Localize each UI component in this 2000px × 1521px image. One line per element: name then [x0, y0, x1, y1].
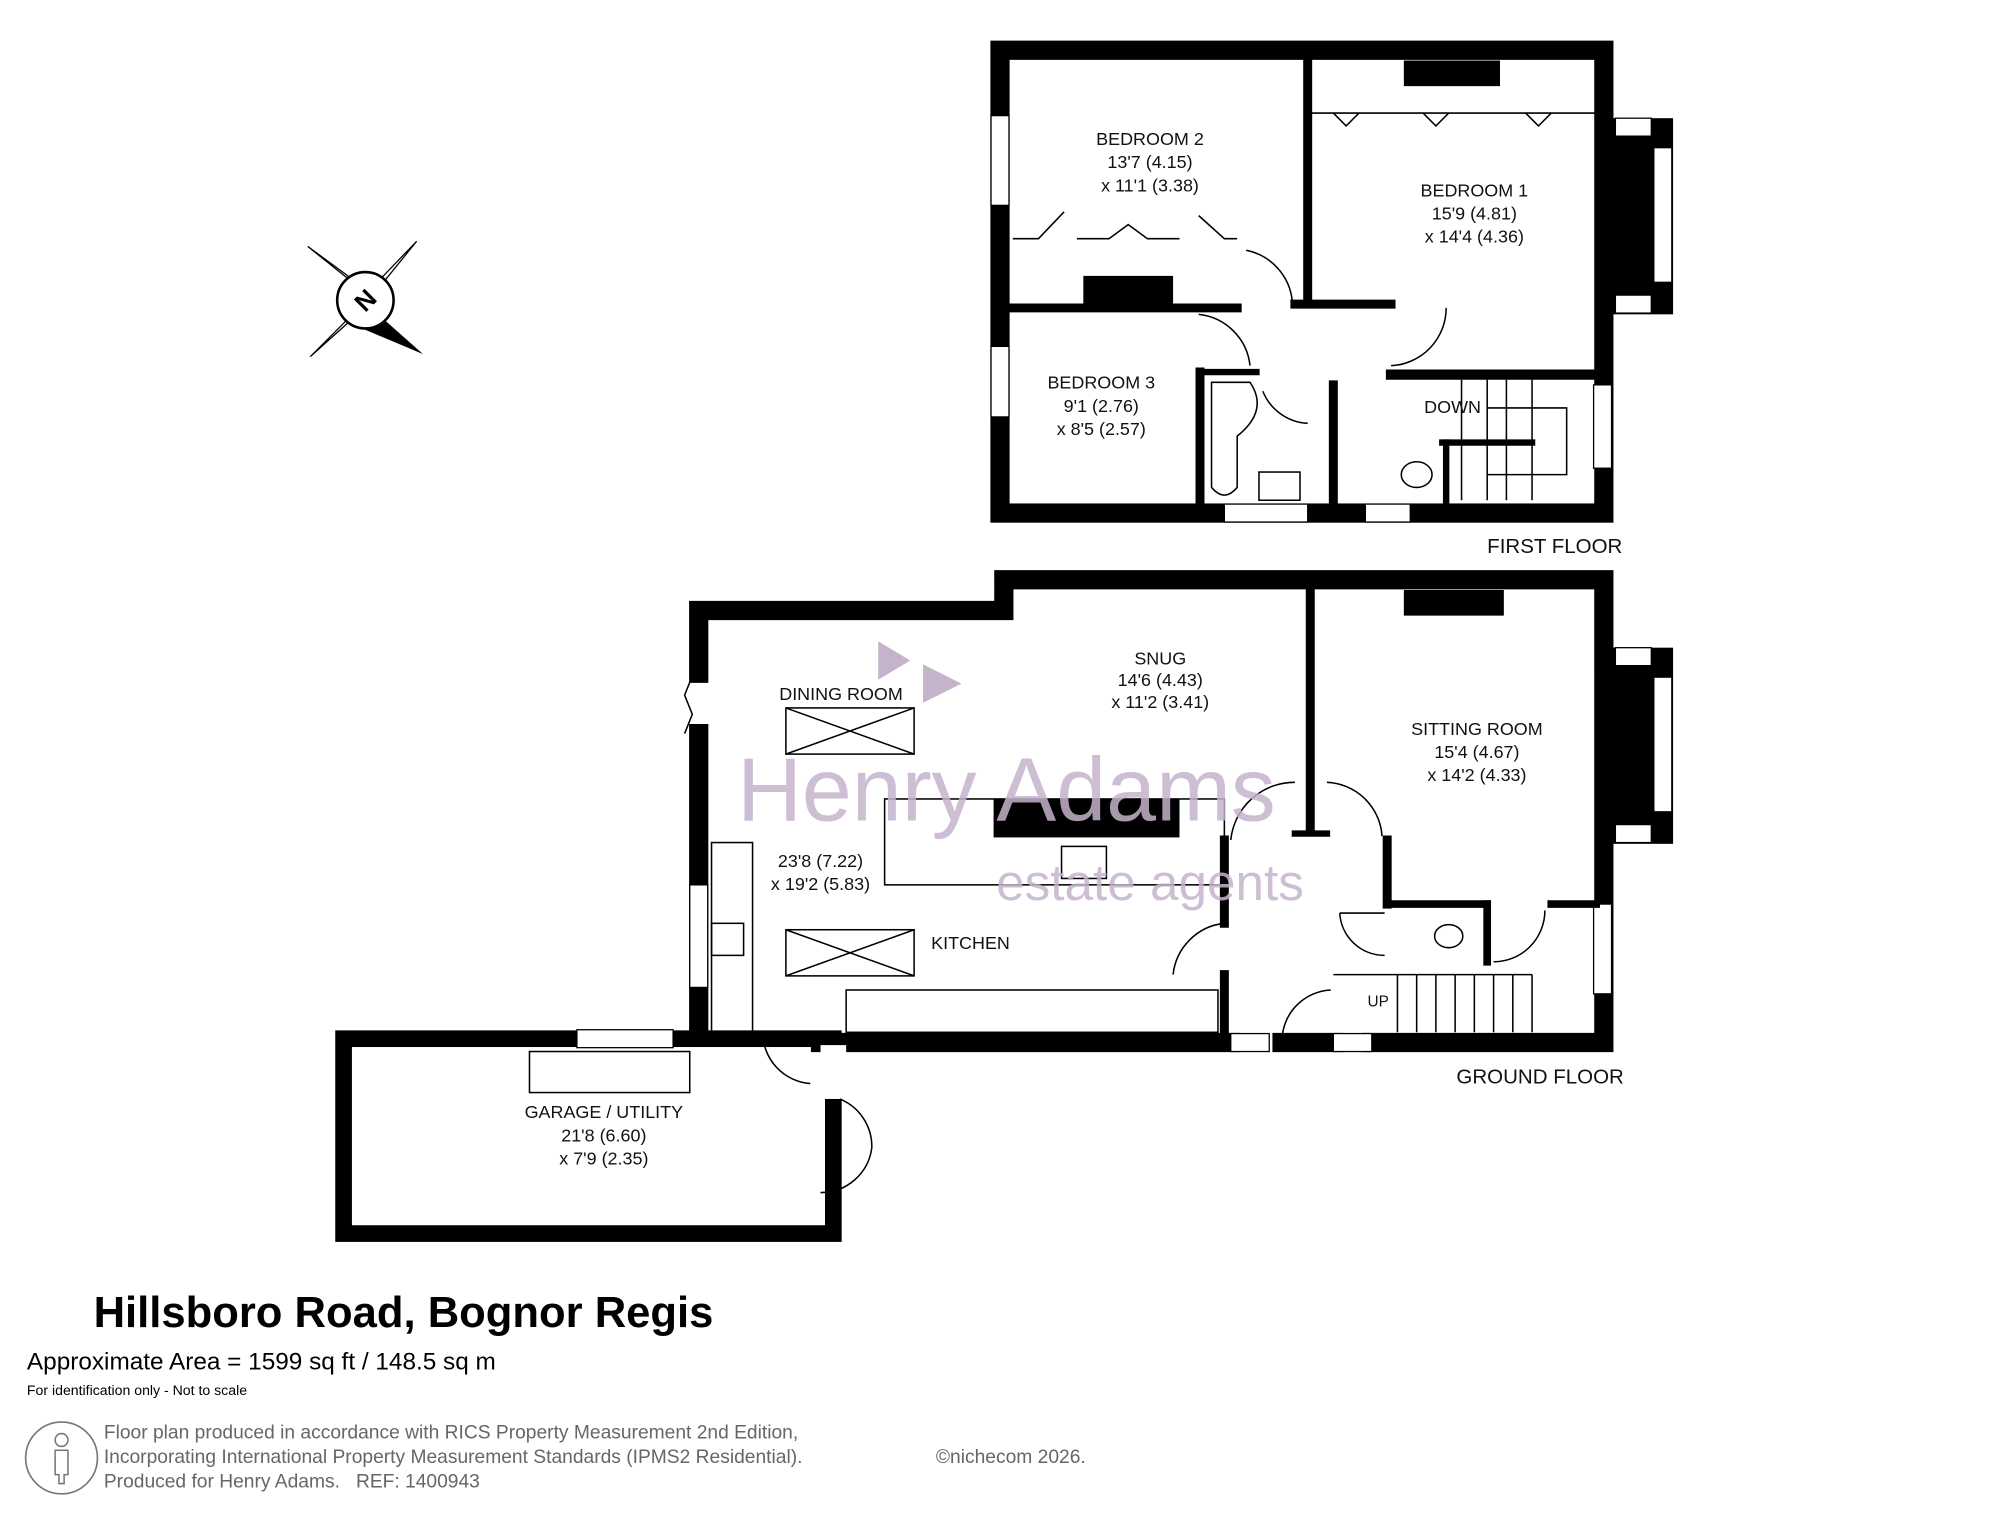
room-dimension: 9'1 (2.76)	[1064, 396, 1139, 416]
room-bedroom-3: BEDROOM 3 9'1 (2.76) x 8'5 (2.57)	[1047, 373, 1155, 439]
property-title: Hillsboro Road, Bognor Regis	[94, 1289, 714, 1337]
room-dimension: x 14'2 (4.33)	[1427, 765, 1526, 785]
watermark-brand: Henry Adams	[737, 741, 1276, 841]
disclaimer: For identification only - Not to scale	[27, 1382, 247, 1398]
room-name: SITTING ROOM	[1411, 719, 1543, 739]
room-name: BEDROOM 1	[1421, 180, 1529, 200]
room-dimension: x 8'5 (2.57)	[1057, 419, 1146, 439]
room-snug: SNUG 14'6 (4.43) x 11'2 (3.41)	[1111, 648, 1209, 712]
room-dimension: x 11'2 (3.41)	[1111, 692, 1209, 712]
ground-floor-stairs-label: UP	[1368, 994, 1389, 1011]
room-dimension: 15'4 (4.67)	[1434, 742, 1519, 762]
room-garage-utility: GARAGE / UTILITY 21'8 (6.60) x 7'9 (2.35…	[525, 1102, 684, 1168]
approximate-area: Approximate Area = 1599 sq ft / 148.5 sq…	[27, 1348, 496, 1375]
ground-floor-label: GROUND FLOOR	[1456, 1066, 1623, 1089]
room-dimension: 14'6 (4.43)	[1118, 670, 1203, 690]
room-name: KITCHEN	[931, 933, 1010, 953]
room-name: BEDROOM 3	[1047, 373, 1155, 393]
compass-icon: N	[307, 240, 424, 358]
room-dimension: x 14'4 (4.36)	[1425, 227, 1524, 247]
room-dimension: 21'8 (6.60)	[561, 1125, 646, 1145]
footer-line-2: Incorporating International Property Mea…	[104, 1447, 803, 1468]
footer-line-1: Floor plan produced in accordance with R…	[104, 1423, 798, 1444]
room-bedroom-1: BEDROOM 1 15'9 (4.81) x 14'4 (4.36)	[1421, 180, 1529, 246]
room-dimension: 13'7 (4.15)	[1107, 152, 1192, 172]
first-floor-label: FIRST FLOOR	[1487, 535, 1622, 558]
ground-floor-plan: UP Henry Adams estate agents DINING ROOM…	[335, 570, 1674, 1242]
room-sitting-room: SITTING ROOM 15'4 (4.67) x 14'2 (4.33)	[1411, 719, 1543, 785]
room-dining-room: DINING ROOM	[779, 684, 903, 704]
watermark-logo: Henry Adams estate agents	[737, 641, 1304, 911]
room-kitchen: KITCHEN 23'8 (7.22) x 19'2 (5.83)	[771, 851, 1010, 953]
footer-copyright: ©nichecom 2026.	[936, 1447, 1086, 1468]
first-floor-plan: DOWN BEDROOM 2 13'7 (4.15) x 11'1 (3.38)…	[990, 40, 1674, 558]
skylight	[785, 707, 915, 977]
room-bedroom-2: BEDROOM 2 13'7 (4.15) x 11'1 (3.38)	[1096, 129, 1204, 195]
room-dimension: x 7'9 (2.35)	[559, 1148, 648, 1168]
room-name: BEDROOM 2	[1096, 129, 1204, 149]
room-dimension: 23'8 (7.22)	[778, 851, 863, 871]
person-icon	[24, 1421, 99, 1495]
footer-line-3: Produced for Henry Adams. REF: 1400943	[104, 1471, 480, 1492]
room-name: GARAGE / UTILITY	[525, 1102, 684, 1122]
first-floor-stairs-label: DOWN	[1424, 397, 1481, 417]
room-dimension: x 19'2 (5.83)	[771, 874, 870, 894]
watermark-tagline: estate agents	[996, 854, 1304, 911]
room-dimension: 15'9 (4.81)	[1432, 203, 1517, 223]
room-name: DINING ROOM	[779, 684, 903, 704]
room-name: SNUG	[1134, 648, 1186, 668]
room-dimension: x 11'1 (3.38)	[1101, 175, 1199, 195]
